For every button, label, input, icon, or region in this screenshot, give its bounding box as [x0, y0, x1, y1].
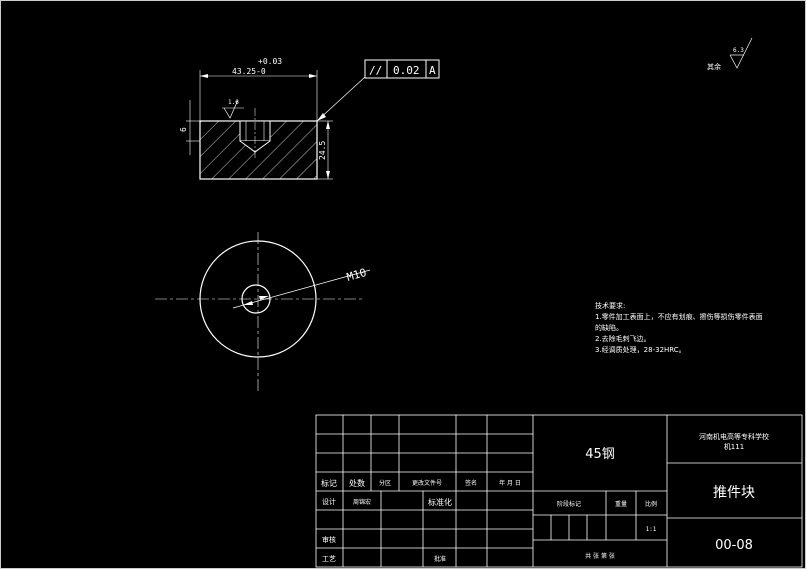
tolerance-frame [364, 59, 440, 79]
class-code: 机111 [724, 442, 744, 451]
requirement-2: 2.去除毛刺飞边。 [595, 334, 651, 343]
roughness-general-label: 其余 [707, 62, 721, 71]
review: 审核 [322, 535, 336, 544]
left-dim: 6 [179, 127, 188, 132]
scale-label: 比例 [645, 500, 657, 508]
height-dim: 24.5 [318, 141, 327, 160]
col-sign: 签名 [465, 479, 477, 487]
top-view: M10 [155, 232, 371, 392]
weight: 重量 [615, 500, 627, 508]
title-block-text: 45钢 河南机电高等专科学校 机111 推件块 00-08 标记 处数 分区 更… [321, 432, 769, 563]
technical-requirements: 技术要求: 1.零件加工表面上，不应有划痕、擦伤等损伤零件表面 的缺陷。 2.去… [595, 301, 763, 354]
col-date: 年 月 日 [499, 479, 521, 487]
sheets: 共 张 第 张 [585, 552, 615, 560]
col-doc: 更改文件号 [412, 479, 442, 487]
stage-mark: 阶段标记 [557, 500, 581, 508]
tolerance-value: 0.02 [393, 64, 420, 77]
general-roughness: 其余 6.3 [707, 37, 753, 71]
title-block [315, 414, 803, 568]
width-tolerance: +0.03 [258, 57, 282, 66]
roughness-general-value: 6.3 [733, 47, 744, 54]
approve: 批准 [434, 555, 446, 563]
general-roughness-symbol [729, 37, 753, 69]
requirement-1: 1.零件加工表面上，不应有划痕、擦伤等损伤零件表面 [595, 312, 763, 321]
designer: 周锦宏 [353, 498, 371, 506]
requirement-1b: 的缺陷。 [595, 323, 623, 332]
thread-label: M10 [345, 266, 368, 284]
tolerance-leader [316, 76, 366, 122]
process: 工艺 [322, 555, 336, 563]
requirements-title: 技术要求: [595, 301, 625, 310]
col-mark: 标记 [321, 478, 337, 488]
datum-letter: A [429, 64, 436, 77]
part-name: 推件块 [713, 485, 755, 501]
material: 45钢 [585, 447, 615, 462]
roughness-symbol [223, 99, 239, 119]
requirement-3: 3.经调质处理，28-32HRC。 [595, 345, 686, 354]
parallelism-symbol: // [369, 64, 382, 77]
standardization: 标准化 [428, 497, 452, 507]
section-view: 43.25-0 +0.03 24.5 6 1.6 // 0.02 A [179, 57, 440, 180]
roughness-local: 1.6 [228, 99, 239, 106]
drawing-number: 00-08 [715, 538, 753, 553]
thread-leader [232, 269, 371, 309]
row-design: 设计 [322, 497, 336, 506]
col-count: 处数 [349, 478, 365, 488]
col-zone: 分区 [379, 479, 391, 487]
scale: 1:1 [646, 526, 657, 533]
width-dim: 43.25-0 [232, 67, 266, 76]
school: 河南机电高等专科学校 [699, 432, 769, 441]
